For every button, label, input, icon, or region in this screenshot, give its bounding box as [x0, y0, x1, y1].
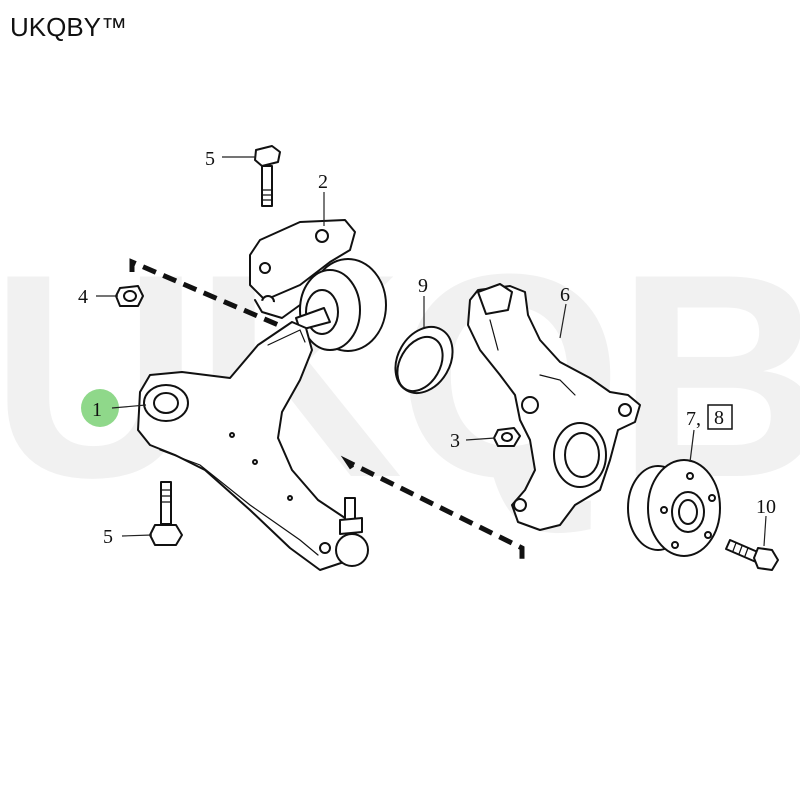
callout-5-upper: 5 — [205, 148, 215, 170]
wheel-hub — [627, 459, 721, 557]
alignment-dash-lower — [340, 455, 525, 560]
callout-9: 9 — [418, 275, 428, 297]
flange-nut-4 — [115, 285, 144, 307]
callout-1: 1 — [92, 399, 102, 421]
upper-bolt — [254, 145, 281, 207]
rear-bushing — [295, 258, 387, 352]
callout-3: 3 — [450, 430, 460, 452]
leader-lines — [96, 156, 767, 547]
rear-bracket — [249, 219, 356, 319]
callout-6: 6 — [560, 284, 570, 306]
part-1-highlight — [81, 389, 119, 427]
alignment-dash-upper — [129, 258, 291, 333]
steering-knuckle — [467, 283, 641, 531]
callout-2: 2 — [318, 171, 328, 193]
seal-ring — [394, 326, 454, 394]
callout-5-lower: 5 — [103, 526, 113, 548]
callout-8-box — [707, 404, 733, 430]
lower-bolt — [149, 481, 183, 546]
lower-control-arm — [137, 321, 356, 571]
callout-7: 7, — [686, 408, 701, 430]
callout-10: 10 — [756, 496, 776, 518]
callout-8: 8 — [714, 407, 724, 429]
flange-nut-3 — [493, 427, 521, 447]
callout-4: 4 — [78, 286, 88, 308]
hub-bolt — [725, 539, 779, 571]
brand-logo: UKQBY™ — [10, 12, 128, 42]
ball-joint — [335, 497, 369, 567]
